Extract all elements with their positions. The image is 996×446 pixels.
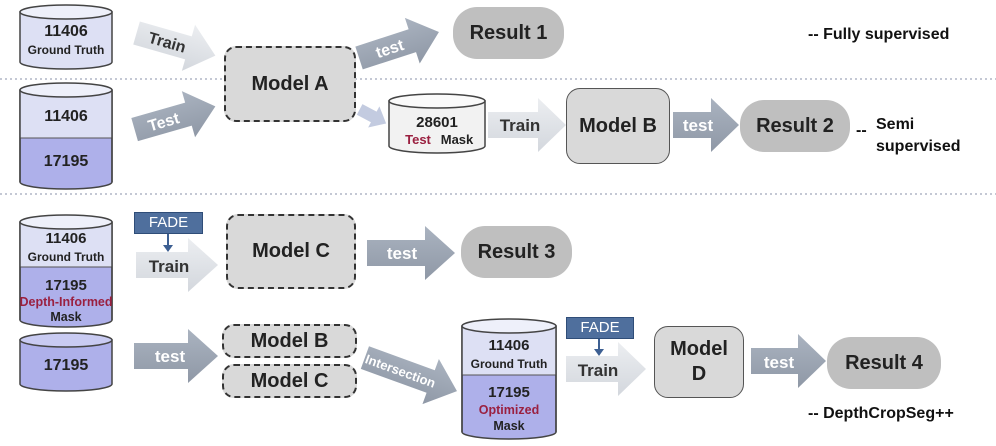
semi-unlabeled-count: 17195 — [44, 153, 89, 170]
train-arrow-3-label: Train — [149, 257, 190, 276]
test-arrow-4: test — [367, 226, 455, 280]
unlabeled-count: 17195 — [44, 357, 89, 374]
model-d-box: Model D — [654, 326, 744, 398]
legend-depthcropseg: -- DepthCropSeg++ — [808, 405, 954, 422]
legend-semi-line2: supervised — [876, 138, 961, 155]
train-arrow-4: Train — [566, 342, 646, 396]
gt-count-1: 11406 — [44, 23, 88, 40]
legend-fully-supervised: -- Fully supervised — [808, 26, 950, 43]
opt-mask-word: Mask — [493, 419, 524, 433]
result-1-box: Result 1 — [453, 7, 564, 59]
test-mask-test-word: Test — [405, 132, 431, 147]
model-b-box: Model B — [566, 88, 670, 164]
fade-box-2: FADE — [566, 317, 634, 339]
di-depth-informed: Depth-Informed — [19, 295, 112, 309]
legend-semi-line1: Semi — [876, 116, 915, 133]
model-a-box: Model A — [224, 46, 356, 122]
opt-unlabeled-count: 17195 — [488, 384, 530, 401]
result-3-box: Result 3 — [461, 226, 572, 278]
train-arrow-1: Train — [133, 21, 216, 71]
intersection-arrow: Intersection — [360, 346, 457, 405]
test-arrow-4-label: test — [387, 244, 418, 263]
model-a-output-arrow — [356, 104, 387, 128]
test-arrow-6: test — [751, 334, 826, 388]
model-d-line1: Model — [670, 338, 728, 360]
model-d-line2: D — [691, 363, 707, 385]
fade-connector-2-head — [594, 349, 604, 356]
test-arrow-3: test — [673, 98, 739, 152]
result-2-box: Result 2 — [740, 100, 850, 152]
test-mask-cylinder — [388, 93, 486, 154]
model-b-box-2: Model B — [222, 324, 357, 358]
train-arrow-3: Train — [136, 238, 218, 292]
fade-connector-1-head — [163, 245, 173, 252]
opt-gt-count: 11406 — [489, 337, 530, 354]
model-c-box: Model C — [226, 214, 356, 289]
unlabeled-cylinder — [19, 332, 113, 392]
test-mask-count: 28601 — [416, 114, 458, 131]
train-arrow-4-label: Train — [578, 361, 619, 380]
test-arrow-2: Test — [131, 91, 216, 142]
test-arrow-5-label: test — [155, 347, 186, 366]
test-arrow-1: test — [355, 17, 439, 70]
opt-gt-label: Ground Truth — [471, 357, 548, 371]
fade-box-1: FADE — [134, 212, 203, 234]
legend-semi-prefix: -- — [856, 122, 867, 139]
semi-cylinder — [19, 82, 113, 190]
test-arrow-3-label: test — [683, 116, 714, 135]
model-c-box-2: Model C — [222, 364, 357, 398]
optimized-cylinder — [461, 318, 557, 440]
gt-label-1: Ground Truth — [28, 43, 105, 57]
semi-gt-count: 11406 — [44, 108, 88, 125]
train-arrow-2-label: Train — [500, 116, 541, 135]
test-arrow-6-label: test — [764, 353, 795, 372]
di-gt-label: Ground Truth — [28, 250, 105, 264]
test-arrow-5: test — [134, 329, 218, 383]
depth-informed-cylinder — [19, 214, 113, 328]
di-mask-word: Mask — [50, 310, 81, 324]
test-mask-mask-word: Mask — [441, 132, 474, 147]
opt-optimized: Optimized — [479, 403, 539, 417]
di-unlabeled-count: 17195 — [45, 277, 87, 294]
ground-truth-cylinder-1 — [19, 4, 113, 70]
result-4-box: Result 4 — [827, 337, 941, 389]
di-gt-count: 11406 — [46, 230, 87, 247]
train-arrow-2: Train — [488, 98, 566, 152]
